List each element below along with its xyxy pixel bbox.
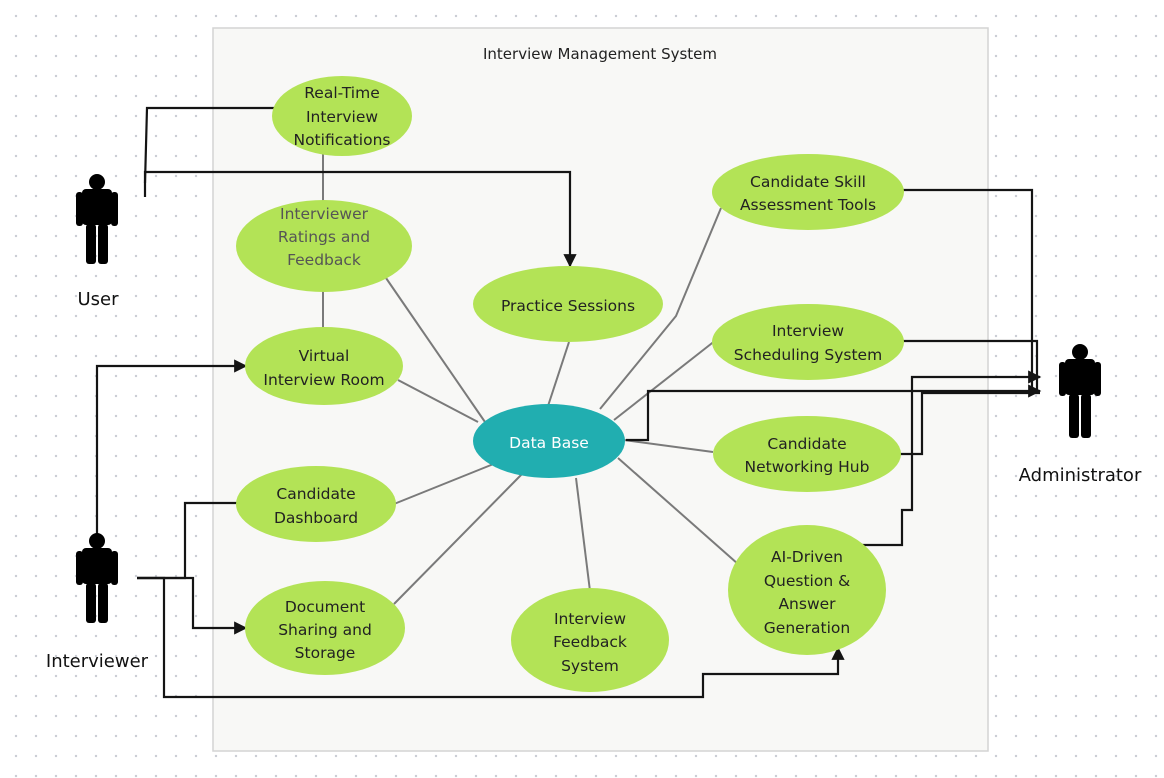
person-icon bbox=[76, 533, 118, 623]
use-case-ellipse bbox=[511, 588, 669, 692]
use-case-ellipse bbox=[236, 200, 412, 292]
use-case-ellipse bbox=[712, 304, 904, 380]
use-case-skill-assessment[interactable]: Candidate Skill Assessment Tools bbox=[712, 154, 904, 230]
database-associations bbox=[322, 148, 739, 605]
use-case-label: Interview bbox=[554, 610, 626, 628]
connector-skill-admin bbox=[900, 188, 1034, 390]
use-case-document-sharing[interactable]: Document Sharing and Storage bbox=[245, 581, 405, 675]
use-case-ellipse bbox=[272, 76, 412, 156]
connector-user-practice bbox=[143, 170, 577, 268]
actor-user[interactable]: User bbox=[76, 174, 119, 310]
assoc-ratings-db bbox=[385, 277, 486, 423]
use-case-label: Document bbox=[285, 598, 365, 616]
use-case-label: Networking Hub bbox=[745, 458, 870, 476]
assoc-dashboard-db bbox=[393, 462, 497, 505]
person-icon bbox=[76, 174, 118, 264]
use-case-label: Storage bbox=[295, 644, 356, 662]
use-case-label: System bbox=[561, 657, 619, 675]
use-case-label: Sharing and bbox=[278, 621, 372, 639]
assoc-scheduling-db bbox=[613, 339, 717, 421]
use-case-label: Ratings and bbox=[278, 228, 370, 246]
use-case-label: Answer bbox=[778, 595, 836, 613]
actor-label: Interviewer bbox=[46, 651, 149, 672]
use-case-ratings[interactable]: Interviewer Ratings and Feedback bbox=[236, 200, 412, 292]
use-case-label: Practice Sessions bbox=[501, 297, 635, 315]
assoc-virtual-room-db bbox=[397, 379, 479, 423]
assoc-documents-db bbox=[393, 473, 523, 605]
use-case-practice-sessions[interactable]: Practice Sessions bbox=[473, 266, 663, 342]
assoc-networking-db bbox=[623, 439, 714, 453]
actor-label: Administrator bbox=[1019, 465, 1142, 486]
use-case-label: Interview Room bbox=[263, 371, 384, 389]
system-title: Interview Management System bbox=[483, 45, 717, 63]
database-label: Data Base bbox=[509, 434, 589, 452]
use-case-label: Interview bbox=[772, 322, 844, 340]
assoc-practice-db bbox=[547, 341, 570, 407]
use-case-label: Candidate bbox=[276, 485, 355, 503]
use-case-label: Generation bbox=[764, 619, 850, 637]
use-case-ellipse bbox=[728, 525, 886, 655]
use-case-label: Virtual bbox=[299, 347, 350, 365]
use-case-candidate-dashboard[interactable]: Candidate Dashboard bbox=[236, 466, 396, 542]
actor-connectors bbox=[95, 106, 1042, 699]
use-case-label: Question & bbox=[764, 572, 850, 590]
use-case-feedback-system[interactable]: Interview Feedback System bbox=[511, 588, 669, 692]
use-case-ellipse bbox=[713, 416, 901, 492]
use-case-label: Scheduling System bbox=[734, 346, 882, 364]
connector-db-admin bbox=[626, 384, 1042, 442]
use-case-label: Feedback bbox=[553, 633, 627, 651]
database-ellipse bbox=[473, 404, 625, 478]
assoc-skill-db bbox=[599, 207, 722, 410]
assoc-feedback-db bbox=[575, 477, 591, 592]
database-node[interactable]: Data Base bbox=[473, 404, 625, 478]
use-case-label: Dashboard bbox=[274, 509, 358, 527]
use-case-label: Real-Time bbox=[304, 84, 380, 102]
use-case-label: Interview bbox=[306, 108, 378, 126]
use-case-label: Assessment Tools bbox=[740, 196, 876, 214]
connector-interviewer-virtual-room bbox=[95, 359, 248, 540]
actor-interviewer[interactable]: Interviewer bbox=[46, 533, 149, 672]
use-case-label: Notifications bbox=[293, 131, 390, 149]
assoc-ai-db bbox=[617, 457, 739, 565]
connector-ai-admin bbox=[860, 370, 1042, 547]
use-case-scheduling[interactable]: Interview Scheduling System bbox=[712, 304, 904, 380]
use-case-ai-qa[interactable]: AI-Driven Question & Answer Generation bbox=[728, 525, 886, 655]
use-case-ellipse bbox=[712, 154, 904, 230]
use-case-label: Candidate bbox=[767, 435, 846, 453]
use-case-label: Candidate Skill bbox=[750, 173, 866, 191]
use-case-ellipse bbox=[245, 581, 405, 675]
actor-administrator[interactable]: Administrator bbox=[1019, 344, 1142, 486]
use-case-virtual-room[interactable]: Virtual Interview Room bbox=[245, 327, 403, 405]
use-case-ellipse bbox=[236, 466, 396, 542]
connector-user-notifications bbox=[143, 106, 276, 184]
use-case-label: AI-Driven bbox=[771, 548, 843, 566]
actor-label: User bbox=[77, 289, 119, 310]
use-case-networking-hub[interactable]: Candidate Networking Hub bbox=[713, 416, 901, 492]
use-case-ellipse bbox=[473, 266, 663, 342]
person-icon bbox=[1059, 344, 1101, 438]
use-case-label: Feedback bbox=[287, 251, 361, 269]
use-case-label: Interviewer bbox=[280, 205, 369, 223]
use-case-notifications[interactable]: Real-Time Interview Notifications bbox=[272, 76, 412, 156]
use-case-ellipse bbox=[245, 327, 403, 405]
connector-interviewer-ai bbox=[137, 576, 845, 699]
